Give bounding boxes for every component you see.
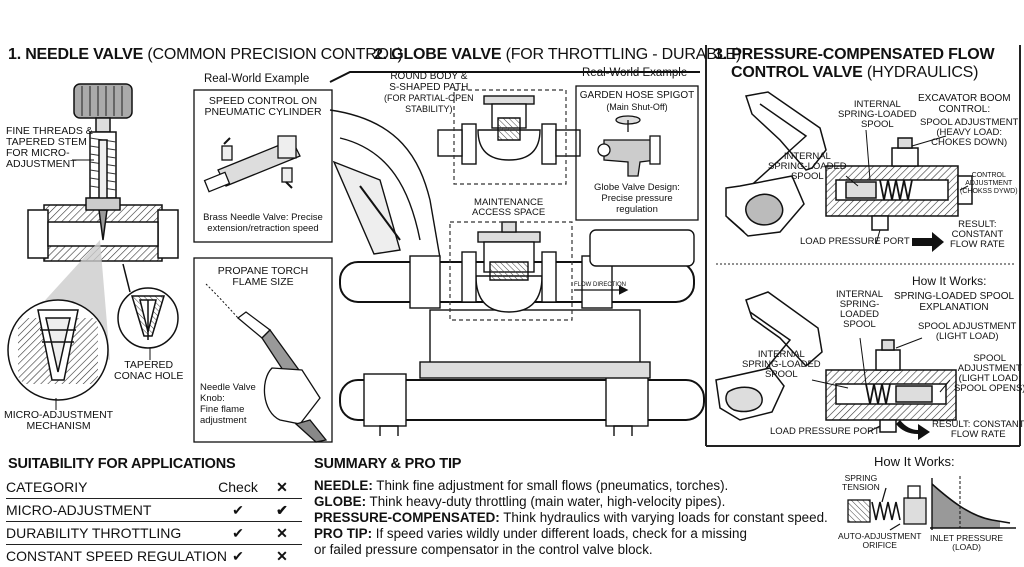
section-dividers xyxy=(705,45,1021,447)
globe-dashed-boxes xyxy=(449,89,573,321)
garden-hose-subtitle: (Main Shut-Off) xyxy=(606,102,668,112)
table-row: CONSTANT SPEED REGULATION ✔ ✕ xyxy=(6,545,302,567)
needle-valve-drawing xyxy=(7,83,179,401)
check-icon: ✔ xyxy=(232,501,244,518)
load-port-label-a: LOAD PRESSURE PORT xyxy=(800,236,910,247)
pcfc-bottom-leaders xyxy=(811,337,951,433)
summary-title: SUMMARY & PRO TIP xyxy=(314,456,462,472)
check-icon: ✔ xyxy=(276,501,288,518)
needle-real-world-label: Real-World Example xyxy=(204,73,310,85)
garden-hose-title: GARDEN HOSE SPIGOT xyxy=(579,90,695,101)
x-icon: ✕ xyxy=(276,524,288,541)
spool-adjustment-light-label: SPOOL ADJUSTMENT(LIGHT LOAD) xyxy=(918,321,1017,342)
propane-torch-drawing xyxy=(193,257,333,443)
result-arrow-bottom xyxy=(896,420,930,440)
summary-text: NEEDLE: Think fine adjustment for small … xyxy=(314,478,828,557)
round-body-label: ROUND BODY &S-SHAPED PATH (FOR PARTIAL-O… xyxy=(384,71,474,114)
table-header-category: CATEGORIY xyxy=(6,479,88,495)
table-row: MICRO-ADJUSTMENT ✔ ✔ xyxy=(6,499,302,522)
check-icon: ✔ xyxy=(232,524,244,541)
how-it-works-heading: How It Works: xyxy=(912,274,987,288)
suitability-title: SUITABILITY FOR APPLICATIONS xyxy=(8,456,236,472)
load-port-label-b: LOAD PRESSURE PORT xyxy=(770,426,880,437)
garden-hose-drawing xyxy=(575,85,699,221)
pcfc-top-leaders xyxy=(845,129,969,245)
table-row: DURABILITY THROTTLING ✔ ✕ xyxy=(6,522,302,545)
fine-threads-label: FINE THREADS &TAPERED STEM FOR MICRO-ADJ… xyxy=(6,125,93,170)
flow-direction-label: FLOW DIRECTION xyxy=(574,282,626,288)
mini-how-it-works: How It Works: xyxy=(874,454,955,469)
check-icon: ✔ xyxy=(232,547,244,564)
excavator-bottom-drawing xyxy=(715,291,957,433)
needle-leaders xyxy=(55,159,151,410)
spool-adjustment-heavy-label: SPOOL ADJUSTMENT(HEAVY LOAD:CHOKES DOWN) xyxy=(920,117,1019,148)
result-arrow-top xyxy=(912,232,944,252)
needle-valve-heading: 1. NEEDLE VALVE (COMMON PRECISION CONTRO… xyxy=(8,46,403,63)
inlet-pressure-label: INLET PRESSURE(LOAD) xyxy=(930,533,1004,552)
pneumatic-cylinder-drawing xyxy=(193,89,333,243)
globe-real-world-label: Real-World Example xyxy=(582,67,688,79)
globe-valve-drawing xyxy=(329,71,705,436)
table-header-row: CATEGORIY Check ✕ xyxy=(6,476,302,499)
table-header-check: Check xyxy=(218,479,258,495)
pcfc-heading: 3. PRESSURE-COMPENSATED FLOW CONTROL VAL… xyxy=(714,46,995,81)
table-header-x: ✕ xyxy=(276,478,288,495)
globe-valve-heading: 2. GLOBE VALVE (FOR THROTTLING - DURABLE… xyxy=(374,46,741,63)
mini-chart xyxy=(930,476,1016,530)
excavator-top-drawing xyxy=(725,91,973,237)
x-icon: ✕ xyxy=(276,547,288,564)
mini-diagram xyxy=(847,485,927,531)
suitability-table: CATEGORIY Check ✕ MICRO-ADJUSTMENT ✔ ✔ D… xyxy=(6,476,302,567)
